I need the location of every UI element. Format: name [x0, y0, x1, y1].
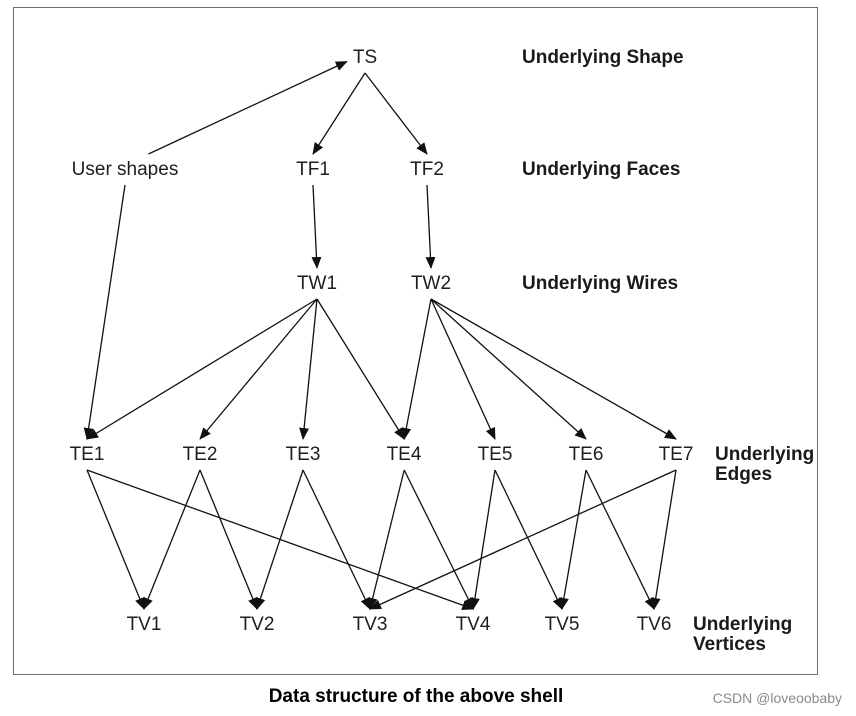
node-te6: TE6	[569, 444, 604, 465]
node-ts: TS	[353, 47, 377, 68]
node-tf2: TF2	[410, 159, 444, 180]
edge-tw2-to-te6	[430, 298, 587, 440]
edge-te2-to-tv2	[199, 469, 258, 610]
node-te5: TE5	[478, 444, 513, 465]
edges-layer	[83, 60, 677, 610]
diagram-frame: TS User shapes TF1 TF2 TW1 TW2 TE1 TE2 T…	[13, 7, 818, 675]
edge-us-to-te1	[83, 184, 126, 440]
level-label-vertices-line1: Underlying	[693, 614, 792, 635]
edge-te3-to-tv3	[302, 469, 371, 610]
edge-te7-to-tv3	[369, 469, 677, 610]
edge-te5-to-tv5	[494, 469, 563, 610]
level-label-shape: Underlying Shape	[522, 47, 684, 68]
node-tv1: TV1	[127, 614, 162, 635]
node-te1: TE1	[70, 444, 105, 465]
edge-te6-to-tv5	[558, 469, 587, 610]
level-label-edges-line1: Underlying	[715, 444, 814, 465]
edge-ts-to-tf1	[312, 72, 366, 155]
edge-tf1-to-tw1	[311, 184, 322, 269]
level-label-faces: Underlying Faces	[522, 159, 680, 180]
edge-te5-to-tv4	[469, 469, 496, 610]
node-te2: TE2	[183, 444, 218, 465]
level-label-edges-line2: Edges	[715, 464, 772, 485]
edge-ts-to-tf2	[364, 72, 428, 155]
level-label-wires: Underlying Wires	[522, 273, 678, 294]
edge-us-to-ts	[148, 60, 348, 155]
shell-structure-diagram: TS User shapes TF1 TF2 TW1 TW2 TE1 TE2 T…	[70, 47, 815, 655]
node-tv4: TV4	[456, 614, 491, 635]
node-tw2: TW2	[411, 273, 451, 294]
edge-te4-to-tv4	[403, 469, 474, 610]
edge-te1-to-tv1	[86, 469, 145, 610]
edge-tw2-to-te7	[430, 298, 677, 440]
node-tv2: TV2	[240, 614, 275, 635]
node-te7: TE7	[659, 444, 694, 465]
node-tw1: TW1	[297, 273, 337, 294]
edge-tf2-to-tw2	[425, 184, 436, 269]
edge-te6-to-tv6	[585, 469, 655, 610]
edge-tw1-to-te2	[199, 298, 318, 440]
node-user-shapes: User shapes	[72, 159, 179, 180]
edge-tw2-to-te5	[430, 298, 496, 440]
edge-tw2-to-te4	[401, 298, 432, 440]
edge-te3-to-tv2	[255, 469, 304, 610]
watermark: CSDN @loveoobaby	[712, 690, 842, 706]
node-te3: TE3	[286, 444, 321, 465]
edge-te2-to-tv1	[143, 469, 201, 610]
edge-te7-to-tv6	[650, 469, 677, 610]
figure-caption: Data structure of the above shell	[268, 686, 564, 707]
node-te4: TE4	[387, 444, 422, 465]
edge-tw1-to-te3	[299, 298, 318, 440]
node-tv3: TV3	[353, 614, 388, 635]
edge-tw1-to-te4	[316, 298, 405, 440]
edge-tw1-to-te1	[86, 298, 318, 440]
edge-te4-to-tv3	[367, 469, 405, 610]
node-tf1: TF1	[296, 159, 330, 180]
node-tv5: TV5	[545, 614, 580, 635]
level-label-vertices-line2: Vertices	[693, 634, 766, 655]
node-tv6: TV6	[637, 614, 672, 635]
